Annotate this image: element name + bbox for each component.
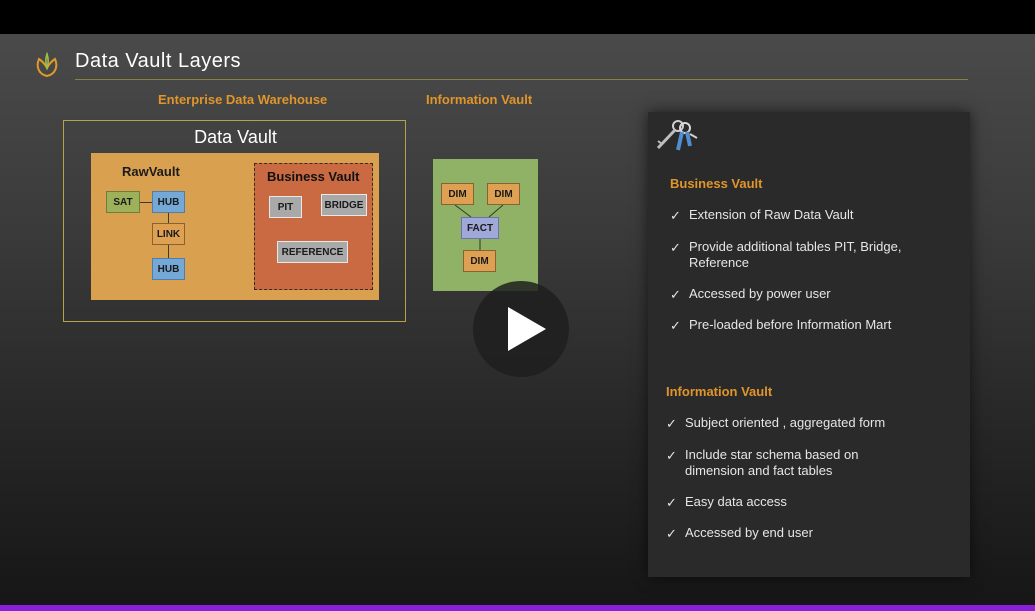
hub-node: HUB (152, 191, 185, 213)
play-icon (508, 307, 546, 351)
list-item: Accessed by end user (685, 525, 813, 540)
play-button[interactable] (473, 281, 569, 377)
hub-node: HUB (152, 258, 185, 280)
edw-heading: Enterprise Data Warehouse (158, 92, 328, 107)
info-panel: Business Vault ✓ Extension of Raw Data V… (648, 112, 970, 577)
list-item: Extension of Raw Data Vault (689, 207, 854, 222)
list-item: Include star schema based on dimension a… (685, 447, 859, 478)
reference-node: REFERENCE (277, 241, 348, 263)
business-vault-box (254, 163, 373, 290)
information-vault-heading: Information Vault (426, 92, 533, 107)
leaf-logo-icon (36, 52, 58, 78)
dim-node: DIM (441, 183, 474, 205)
fact-node: FACT (461, 217, 499, 239)
connector (168, 212, 169, 223)
slide-title: Data Vault Layers (75, 50, 241, 72)
check-icon: ✓ (670, 287, 681, 302)
title-divider (75, 79, 968, 80)
connector (140, 202, 152, 203)
check-icon: ✓ (666, 448, 677, 463)
list-item: Easy data access (685, 494, 787, 509)
pit-node: PIT (269, 196, 302, 218)
keys-icon (656, 120, 698, 151)
dim-node: DIM (487, 183, 520, 205)
raw-vault-title: RawVault (122, 164, 180, 179)
connector (168, 245, 169, 258)
bridge-node: BRIDGE (321, 194, 367, 216)
business-vault-title: Business Vault (267, 169, 360, 184)
sat-node: SAT (106, 191, 140, 213)
check-icon: ✓ (670, 240, 681, 255)
list-item: Subject oriented , aggregated form (685, 415, 886, 430)
business-vault-heading: Business Vault (670, 176, 763, 191)
star-schema-connectors (454, 204, 504, 250)
data-vault-title: Data Vault (194, 127, 277, 147)
check-icon: ✓ (666, 495, 677, 510)
list-item: Pre-loaded before Information Mart (689, 317, 892, 332)
check-icon: ✓ (670, 318, 681, 333)
progress-bar[interactable] (0, 605, 1035, 611)
information-vault-panel-heading: Information Vault (666, 384, 773, 399)
list-item: Accessed by power user (689, 286, 831, 301)
list-item: Provide additional tables PIT, Bridge, R… (689, 239, 902, 270)
dim-node: DIM (463, 250, 496, 272)
check-icon: ✓ (670, 208, 681, 223)
slide-canvas: Data Vault Layers Enterprise Data Wareho… (0, 34, 1035, 605)
link-node: LINK (152, 223, 185, 245)
check-icon: ✓ (666, 416, 677, 431)
data-vault-frame: Data Vault (63, 120, 406, 322)
check-icon: ✓ (666, 526, 677, 541)
